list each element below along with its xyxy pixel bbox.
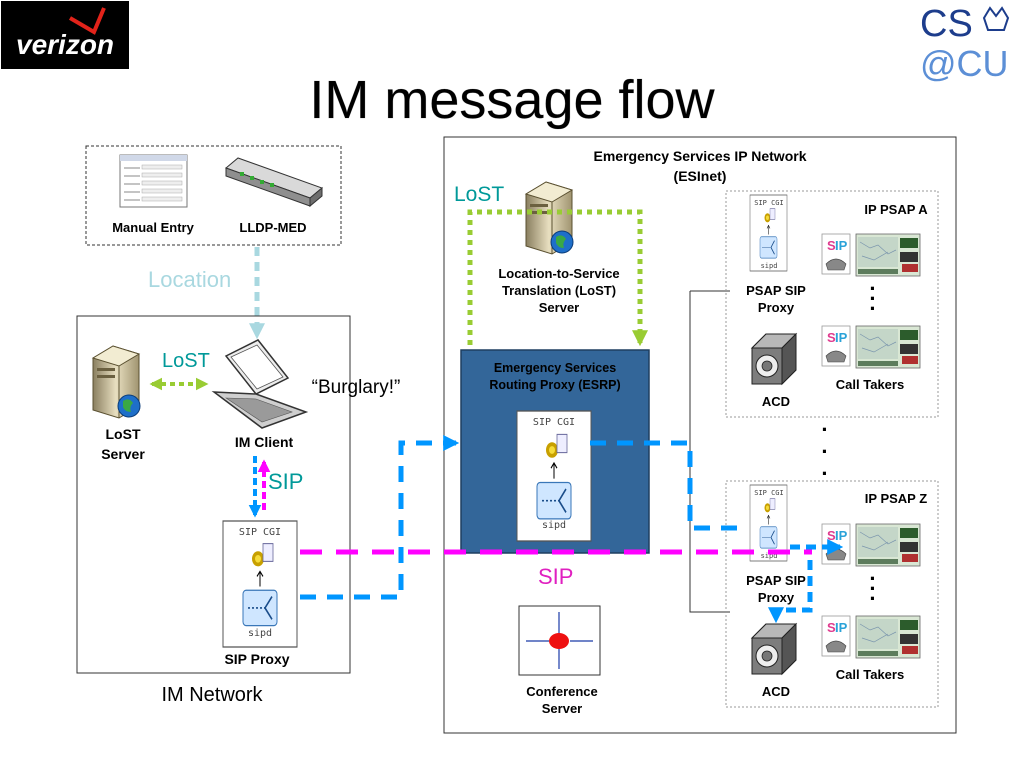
esinet-lost-server-icon	[525, 181, 574, 255]
psap-z-acd-label: ACD	[762, 684, 790, 699]
sip-route-esrp-to-psap-proxy	[590, 440, 746, 531]
psap-a-acd-icon	[751, 333, 797, 385]
psap-a-sipd-label: sipd	[761, 262, 778, 270]
psap-a-title: IP PSAP A	[864, 202, 928, 217]
psap-z-ellipsis-2: ·	[869, 576, 876, 601]
psap-a-ellipsis-3: ·	[869, 296, 876, 321]
psap-z-sipd-label: sipd	[761, 552, 778, 560]
svg-text:CS: CS	[920, 3, 973, 45]
lost-label-left: LoST	[162, 350, 210, 372]
conference-server-label-line2: Server	[542, 701, 582, 716]
psap-gap-ellipsis-2: ·	[821, 439, 828, 464]
im-sip-proxy-sipd-label: sipd	[248, 628, 272, 639]
esrp-sipd-label: sipd	[542, 520, 566, 531]
psap-z-acd-icon	[751, 623, 797, 675]
lost-server-label-line2: Server	[101, 446, 145, 462]
location-sources-box: Manual Entry LLDP-MED	[85, 145, 342, 246]
psap-gap-ellipsis-3: ·	[821, 461, 828, 486]
psap-a-box	[725, 190, 939, 418]
psap-a-proxy-label-line2: Proxy	[758, 300, 795, 315]
esinet-lost-label-line1: Location-to-Service	[498, 266, 619, 281]
psap-connector	[689, 290, 730, 613]
burglary-message: “Burglary!”	[312, 377, 401, 398]
psap-gap-ellipsis-1: ·	[821, 417, 828, 442]
psap-a-call-taker-1-icon	[821, 233, 921, 277]
psap-z-title: IP PSAP Z	[865, 491, 927, 506]
psap-z-proxy-label-line1: PSAP SIP	[746, 573, 806, 588]
esinet-lost-label-line3: Server	[539, 300, 579, 315]
psap-z-ellipsis-3: ·	[869, 586, 876, 611]
cs-cu-logo: CS @CU	[920, 3, 1010, 84]
psap-a-proxy-label-line1: PSAP SIP	[746, 283, 806, 298]
lost-server-icon	[92, 345, 141, 419]
lldp-med-switch-icon	[225, 157, 323, 208]
im-client-label: IM Client	[235, 434, 294, 450]
psap-z-proxy-label-line2: Proxy	[758, 590, 795, 605]
esrp-cgi-label: SIP CGI	[533, 417, 575, 428]
svg-text:verizon: verizon	[16, 29, 114, 60]
sip-label-left: SIP	[268, 469, 303, 494]
manual-entry-label: Manual Entry	[112, 220, 194, 235]
lldp-med-label: LLDP-MED	[239, 220, 306, 235]
sip-route-proxy-to-acd	[767, 560, 813, 624]
esrp-label-line1: Emergency Services	[494, 361, 616, 375]
conference-server-icon	[518, 605, 601, 676]
verizon-logo: verizon	[1, 1, 129, 69]
sip-route-to-esrp	[300, 434, 460, 600]
esinet-title-line2: (ESInet)	[674, 168, 727, 184]
im-client-laptop-icon	[211, 339, 309, 429]
psap-a-cgi-label: SIP CGI	[754, 199, 784, 207]
psap-z-call-taker-2-icon	[821, 615, 921, 659]
page-title: IM message flow	[309, 70, 715, 130]
lost-server-label-line1: LoST	[106, 426, 141, 442]
psap-z-ellipsis-1: ·	[869, 566, 876, 591]
esinet-title-line1: Emergency Services IP Network	[594, 148, 807, 164]
esinet-lost-label-line2: Translation (LoST)	[502, 283, 616, 298]
sip-label-middle: SIP	[538, 564, 573, 589]
psap-a-call-takers-label: Call Takers	[836, 377, 904, 392]
psap-a-ellipsis-2: ·	[869, 286, 876, 311]
im-network-label: IM Network	[161, 684, 263, 706]
sip-proxy-label: SIP Proxy	[224, 651, 289, 667]
psap-a-call-taker-2-icon	[821, 325, 921, 369]
lost-label-top: LoST	[454, 183, 504, 206]
manual-entry-form-icon	[119, 154, 188, 208]
psap-a-acd-label: ACD	[762, 394, 790, 409]
svg-text:@CU: @CU	[920, 43, 1009, 84]
psap-z-call-taker-1-icon	[821, 523, 921, 567]
psap-z-cgi-label: SIP CGI	[754, 489, 784, 497]
psap-z-call-takers-label: Call Takers	[836, 667, 904, 682]
location-label: Location	[148, 267, 231, 292]
im-sip-proxy-cgi-label: SIP CGI	[239, 527, 281, 538]
psap-a-ellipsis-1: ·	[869, 276, 876, 301]
esrp-label-line2: Routing Proxy (ESRP)	[489, 378, 620, 392]
psap-z-box	[725, 480, 939, 708]
conference-server-label-line1: Conference	[526, 684, 598, 699]
im-network-box	[76, 315, 351, 674]
